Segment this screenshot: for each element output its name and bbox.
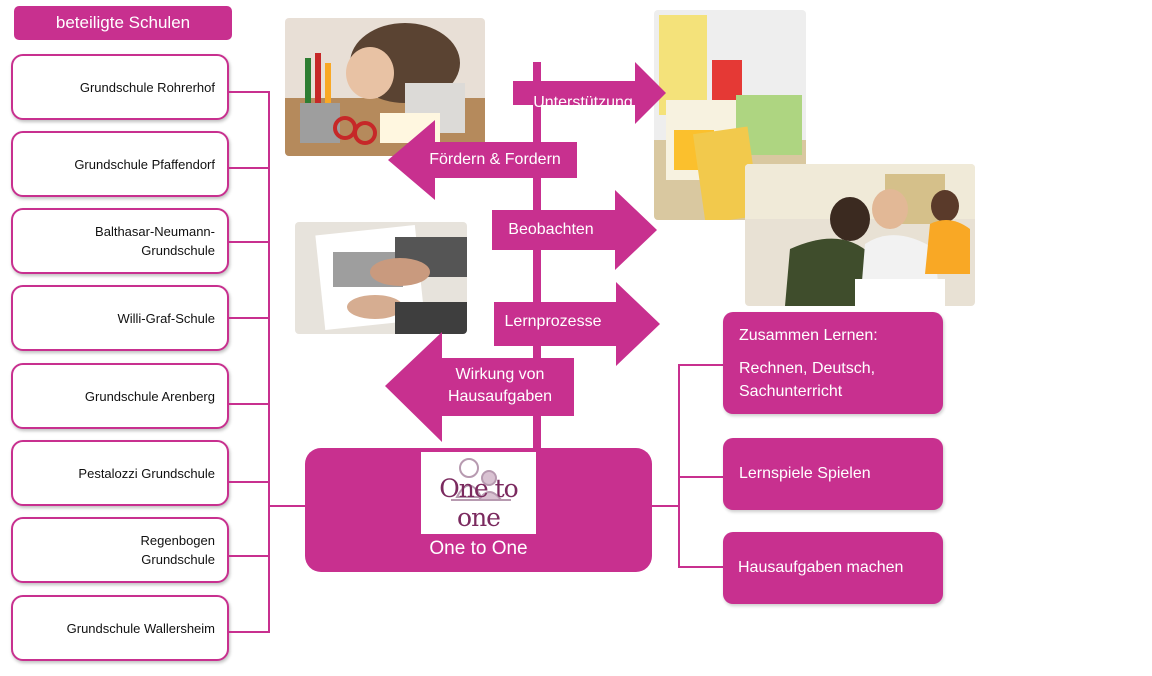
- right-bracket-vertical: [678, 364, 680, 568]
- school-box: Grundschule Pfaffendorf: [11, 131, 229, 197]
- arrow-unterstuetzung-label: Unterstützung: [533, 94, 633, 111]
- bracket-to-center: [268, 505, 305, 507]
- school-box: Willi-Graf-Schule: [11, 285, 229, 351]
- one-to-one-logo: One to one: [421, 452, 536, 534]
- photo-students: [745, 164, 975, 306]
- right-bracket-tick: [678, 566, 723, 568]
- bracket-tick: [229, 631, 270, 633]
- activity-lernspiele: Lernspiele Spielen: [723, 438, 943, 510]
- arrow-foerdern-label: Fördern & Fordern: [429, 151, 561, 168]
- arrow-wirkung-label: Wirkung von Hausaufgaben: [430, 360, 570, 412]
- activity-hausaufgaben: Hausaufgaben machen: [723, 532, 943, 604]
- right-bracket-tick: [678, 476, 723, 478]
- arrow-beobachten: [492, 190, 657, 270]
- bracket-tick: [229, 403, 270, 405]
- right-bracket-tick: [678, 364, 723, 366]
- left-bracket-vertical: [268, 92, 270, 632]
- school-label: Grundschule Pfaffendorf: [74, 156, 215, 172]
- school-box: Regenbogen Grundschule: [11, 517, 229, 583]
- schools-header-label: beteiligte Schulen: [55, 13, 191, 32]
- school-box: Grundschule Wallersheim: [11, 595, 229, 661]
- school-label: Grundschule Arenberg: [84, 388, 215, 404]
- arrow-wirkung-line2: Hausaufgaben: [447, 388, 553, 405]
- school-label: Balthasar-Neumann-Grundschule: [95, 224, 215, 258]
- photo-students-image: [745, 164, 975, 306]
- activity-hausaufgaben-label: Hausaufgaben machen: [738, 559, 904, 576]
- arrow-foerdern: [388, 120, 577, 200]
- arrow-wirkung-line1: Wirkung von: [455, 366, 545, 383]
- school-box: Grundschule Arenberg: [11, 363, 229, 429]
- schools-header: beteiligte Schulen: [14, 6, 232, 40]
- arrow-unterstuetzung: [513, 62, 666, 124]
- school-box: Grundschule Rohrerhof: [11, 54, 229, 120]
- school-box: Balthasar-Neumann-Grundschule: [11, 208, 229, 274]
- logo-text: One to one: [439, 474, 518, 532]
- school-label: Pestalozzi Grundschule: [78, 465, 215, 481]
- activity-lernspiele-label: Lernspiele Spielen: [739, 465, 871, 482]
- school-label: Regenbogen Grundschule: [140, 533, 215, 567]
- arrow-wirkung: [385, 332, 574, 442]
- bracket-tick: [229, 241, 270, 243]
- bracket-tick: [229, 167, 270, 169]
- school-label: Grundschule Wallersheim: [66, 620, 215, 636]
- signpost-pole: [533, 62, 541, 448]
- bracket-tick: [229, 481, 270, 483]
- school-label: Willi-Graf-Schule: [117, 310, 215, 326]
- bracket-tick: [229, 91, 270, 93]
- arrows-layer: [385, 62, 666, 442]
- photo-worksheet-image: [295, 222, 467, 334]
- activity-zusammen-lernen: Zusammen Lernen: Rechnen, Deutsch, Sachu…: [723, 312, 943, 414]
- logo-figures-icon: [451, 458, 511, 501]
- bracket-tick: [229, 317, 270, 319]
- bracket-tick: [229, 555, 270, 557]
- arrow-beobachten-label: Beobachten: [508, 221, 594, 238]
- activity-zusammen-title: Zusammen Lernen:: [739, 327, 878, 344]
- center-to-right-bracket: [652, 505, 680, 507]
- school-label: Grundschule Rohrerhof: [79, 79, 215, 95]
- arrow-lernprozesse-label: Lernprozesse: [504, 313, 602, 330]
- photo-worksheet: [295, 222, 467, 334]
- activity-zusammen-line2: Sachunterricht: [739, 383, 843, 400]
- school-box: Pestalozzi Grundschule: [11, 440, 229, 506]
- arrow-lernprozesse: [494, 282, 660, 366]
- center-title: One to One: [429, 538, 528, 559]
- activity-zusammen-line1: Rechnen, Deutsch,: [739, 360, 876, 377]
